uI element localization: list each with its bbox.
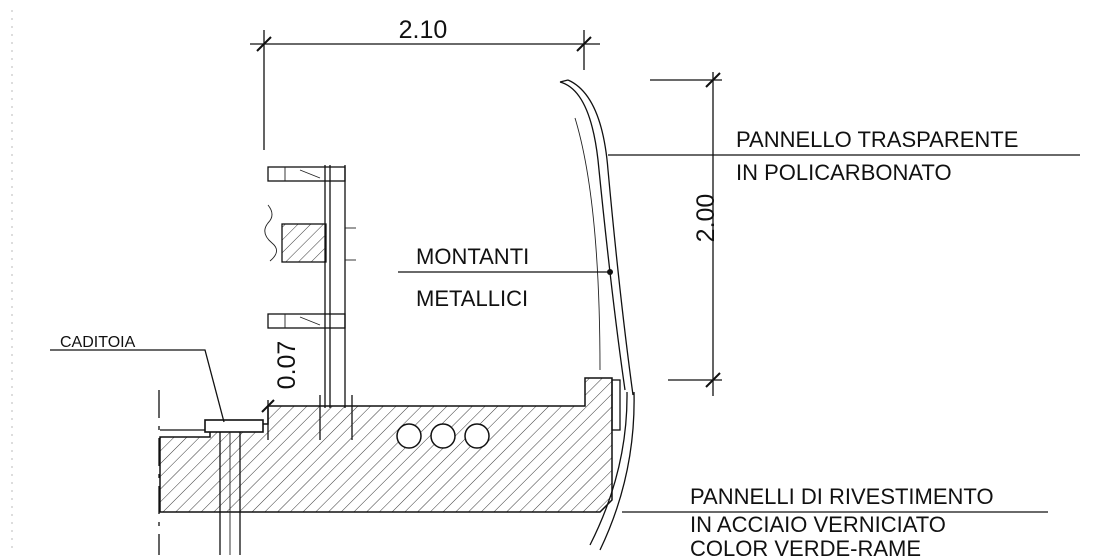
- rivestimento-line3: COLOR VERDE-RAME: [690, 536, 921, 559]
- montanti-line2: METALLICI: [416, 286, 528, 311]
- label-caditoia: CADITOIA: [50, 334, 225, 423]
- curved-panel: [559, 79, 635, 551]
- caditoia-label: CADITOIA: [60, 334, 136, 351]
- height-dimension: 2.00: [650, 72, 722, 396]
- concrete-slab: [159, 377, 621, 513]
- drain-caditoia: [204, 419, 264, 555]
- label-pannello: PANNELLO TRASPARENTE IN POLICARBONATO: [608, 127, 1080, 185]
- step-dimension: 0.07: [261, 341, 301, 440]
- label-montanti: MONTANTI METALLICI: [398, 244, 613, 311]
- rivestimento-line2: IN ACCIAIO VERNICIATO: [690, 512, 946, 537]
- pannello-line2: IN POLICARBONATO: [736, 160, 952, 185]
- height-dimension-label: 2.00: [692, 194, 720, 243]
- rivestimento-line1: PANNELLI DI RIVESTIMENTO: [690, 484, 994, 509]
- width-dimension-label: 2.10: [399, 16, 448, 44]
- label-rivestimento: PANNELLI DI RIVESTIMENTO IN ACCIAIO VERN…: [622, 484, 1048, 559]
- width-dimension: 2.10: [250, 16, 600, 150]
- railing-posts: [264, 165, 356, 440]
- pannello-line1: PANNELLO TRASPARENTE: [736, 127, 1018, 152]
- step-dimension-label: 0.07: [273, 341, 301, 390]
- montanti-line1: MONTANTI: [416, 244, 529, 269]
